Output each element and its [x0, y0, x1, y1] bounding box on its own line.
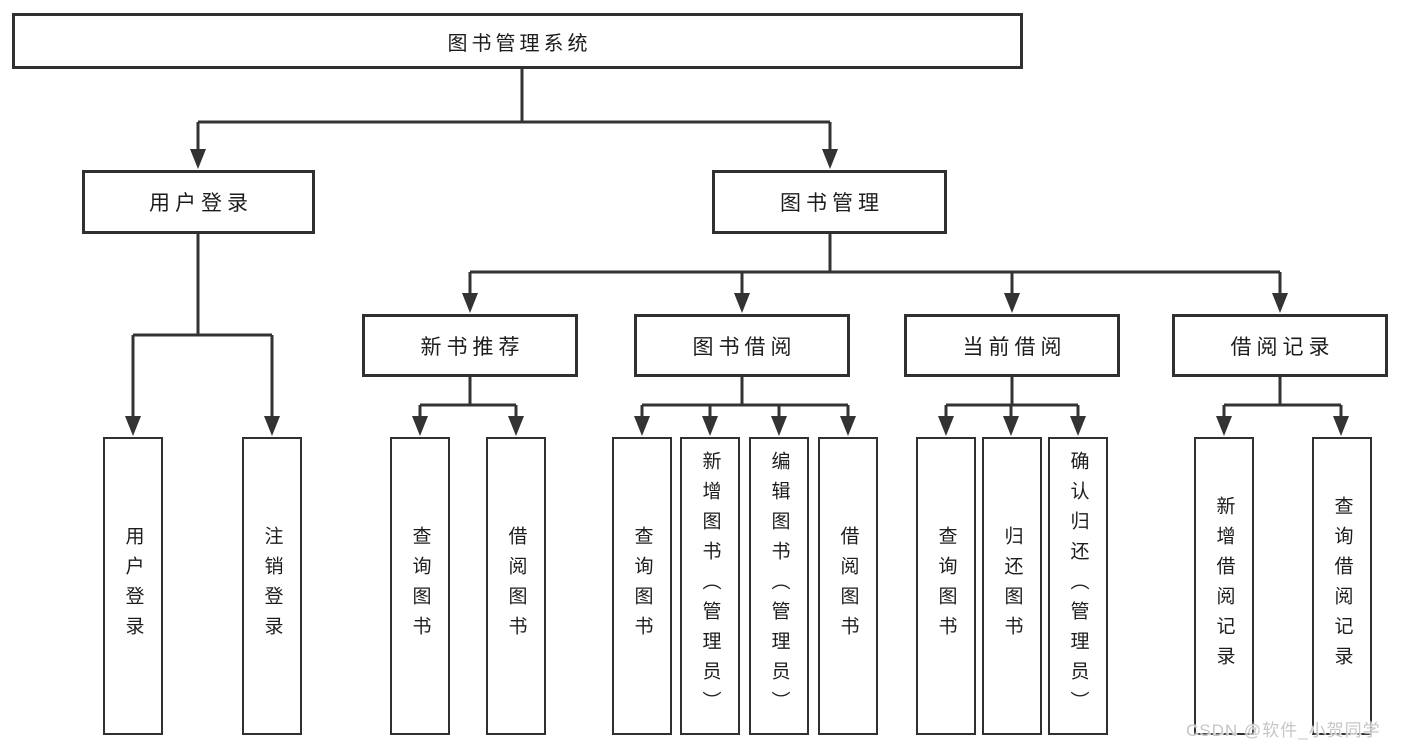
node-label: 新书推荐 [420, 335, 525, 359]
node-label: 图书管理 [780, 192, 884, 215]
node-label: 图书借阅 [692, 335, 797, 359]
leaf-query-book-borrow: 查询图书 [612, 437, 672, 735]
leaf-logout: 注销登录 [242, 437, 302, 735]
leaf-label: 用户登录 [122, 526, 144, 646]
leaf-label: 归还图书 [1001, 526, 1023, 646]
node-user-login: 用户登录 [82, 170, 315, 234]
leaf-label: 确认归还（管理员） [1067, 451, 1089, 721]
leaf-borrow-book: 借阅图书 [818, 437, 878, 735]
leaf-add-book-admin: 新增图书（管理员） [680, 437, 740, 735]
watermark-text: CSDN @软件_小贺同学 [1186, 721, 1381, 740]
leaf-label: 查询借阅记录 [1331, 496, 1353, 676]
leaf-borrow-book-recommend: 借阅图书 [486, 437, 546, 735]
leaf-label: 借阅图书 [837, 526, 859, 646]
node-label: 用户登录 [149, 192, 253, 215]
leaf-user-login: 用户登录 [103, 437, 163, 735]
node-borrow-records: 借阅记录 [1172, 314, 1388, 377]
node-book-borrow: 图书借阅 [634, 314, 850, 377]
leaf-label: 查询图书 [935, 526, 957, 646]
node-label: 借阅记录 [1230, 335, 1335, 359]
node-label: 图书管理系统 [447, 32, 592, 55]
leaf-label: 新增借阅记录 [1213, 496, 1235, 676]
node-book-management: 图书管理 [712, 170, 947, 234]
leaf-add-borrow-record: 新增借阅记录 [1194, 437, 1254, 735]
leaf-label: 查询图书 [631, 526, 653, 646]
leaf-label: 注销登录 [261, 526, 283, 646]
leaf-confirm-return-admin: 确认归还（管理员） [1048, 437, 1108, 735]
leaf-label: 新增图书（管理员） [699, 451, 721, 721]
leaf-return-book: 归还图书 [982, 437, 1042, 735]
node-new-book-recommend: 新书推荐 [362, 314, 578, 377]
leaf-query-book-recommend: 查询图书 [390, 437, 450, 735]
leaf-label: 编辑图书（管理员） [768, 451, 790, 721]
leaf-label: 借阅图书 [505, 526, 527, 646]
leaf-query-borrow-record: 查询借阅记录 [1312, 437, 1372, 735]
leaf-label: 查询图书 [409, 526, 431, 646]
node-current-borrow: 当前借阅 [904, 314, 1120, 377]
leaf-query-book-current: 查询图书 [916, 437, 976, 735]
node-label: 当前借阅 [962, 335, 1067, 359]
node-root: 图书管理系统 [12, 13, 1023, 69]
arrowheads [125, 149, 1349, 436]
leaf-edit-book-admin: 编辑图书（管理员） [749, 437, 809, 735]
